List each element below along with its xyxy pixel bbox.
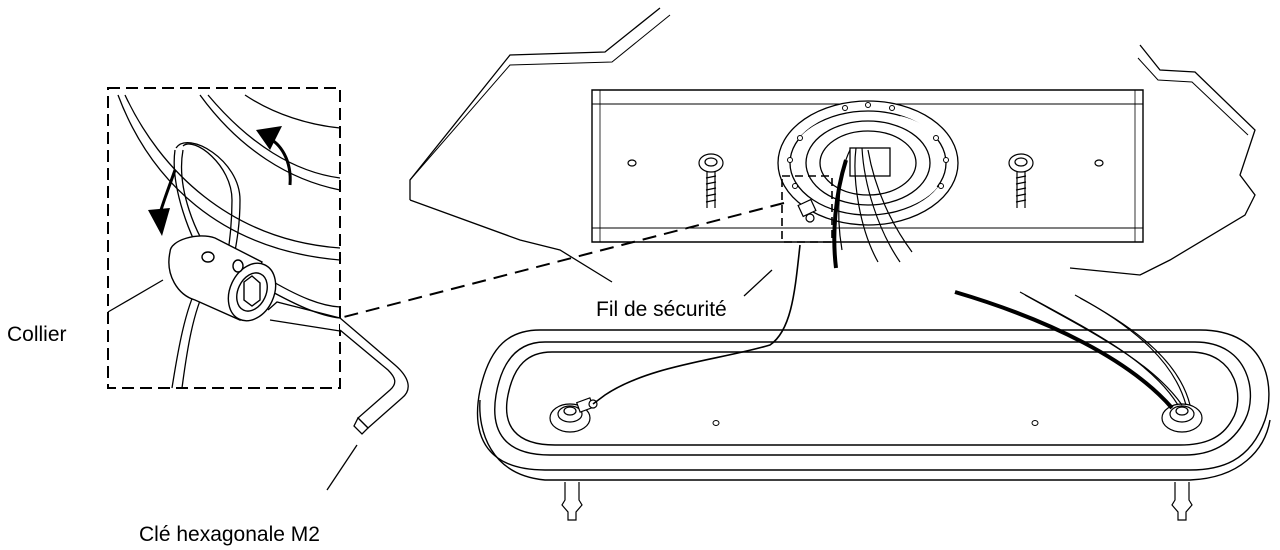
black-cable-upper bbox=[832, 159, 848, 269]
ring-collar bbox=[797, 198, 817, 223]
detail-leader-lines bbox=[339, 202, 785, 319]
central-ring bbox=[777, 100, 959, 226]
tray-cables bbox=[1019, 291, 1191, 406]
safety-wire-label: Fil de sécurité bbox=[596, 298, 727, 321]
plate-holes bbox=[627, 159, 1104, 167]
ceiling-outline bbox=[409, 7, 1256, 283]
plate-screw-left bbox=[698, 153, 724, 208]
tray-fitting-right bbox=[1161, 403, 1203, 433]
safety-wire bbox=[592, 244, 801, 405]
plate-screw-right bbox=[1008, 153, 1034, 208]
inset-detail bbox=[107, 87, 341, 389]
tray-fitting-left bbox=[549, 397, 598, 433]
collar-label: Collier bbox=[7, 323, 67, 346]
ring-holes bbox=[787, 102, 949, 189]
tray-feet bbox=[561, 482, 1193, 521]
hex-key-label: Clé hexagonale M2 bbox=[139, 523, 320, 546]
black-cable-lower bbox=[954, 290, 1174, 410]
tray-holes bbox=[712, 420, 1039, 426]
callout-leaders bbox=[107, 269, 773, 491]
lower-tray bbox=[476, 329, 1271, 481]
detail-box-small bbox=[781, 175, 833, 243]
upper-cables bbox=[838, 147, 913, 263]
hex-key bbox=[339, 317, 409, 435]
